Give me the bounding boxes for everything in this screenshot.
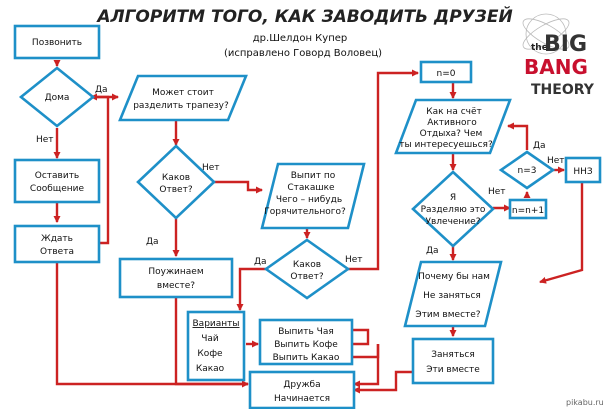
call-label: Позвонить: [32, 38, 82, 48]
drink-line-4: Горячительного?: [264, 207, 346, 217]
node-leave-message: [13, 158, 101, 204]
friendship-line-1: Дружба: [283, 380, 320, 390]
arrow: [507, 122, 529, 150]
drink-line-3: Чего – нибудь: [276, 195, 342, 205]
edge-label-no: Нет: [547, 156, 565, 166]
edge-label-yes: Да: [426, 246, 439, 256]
node-n3: [498, 150, 556, 190]
node-variants: [186, 310, 246, 382]
node-answer-2: [263, 238, 351, 300]
edge-label-yes: Да: [533, 141, 546, 151]
arrow: [236, 267, 268, 311]
drink-coffee: Выпить Кофе: [274, 340, 338, 350]
nnz-label: ННЗ: [573, 167, 593, 177]
node-n-inc: [508, 198, 548, 220]
corrected-line: (исправлено Говорд Воловец): [224, 48, 382, 59]
edge-label-no: Нет: [488, 187, 506, 197]
node-n0: [419, 60, 473, 84]
svg-text:BIG: BIG: [544, 32, 587, 57]
answer1-line-1: Каков: [162, 173, 190, 183]
leisure-line-2: Активного: [427, 118, 477, 128]
variant-cocoa: Какао: [196, 364, 225, 374]
watermark: pikabu.ru: [566, 398, 604, 407]
home-label: Дома: [45, 93, 70, 103]
arrow: [55, 262, 248, 386]
drink-line-1: Выпит по: [291, 171, 336, 181]
node-do-together: [411, 337, 495, 385]
svg-text:THEORY: THEORY: [531, 82, 595, 98]
share-meal-line-1: Может стоит: [152, 88, 214, 98]
answer2-line-1: Каков: [293, 260, 321, 270]
node-call: [13, 24, 101, 60]
answer2-line-2: Ответ?: [290, 272, 323, 282]
node-home: [18, 66, 96, 128]
node-why-not: [403, 260, 503, 328]
wait-line-1: Ждать: [41, 234, 73, 244]
dine-line-2: вместе?: [157, 281, 195, 291]
edge-label-yes: Да: [95, 85, 108, 95]
leisure-line-1: Как на счёт: [426, 107, 482, 117]
variants-head: Варианты: [193, 319, 240, 329]
author-line: др.Шелдон Купер: [253, 33, 347, 44]
node-wait-answer: [13, 224, 101, 264]
variant-tea: Чай: [201, 334, 219, 344]
drink-cocoa: Выпить Какао: [273, 353, 340, 363]
drink-tea: Выпить Чая: [278, 327, 334, 337]
svg-text:BANG: BANG: [524, 55, 588, 79]
edge-label-yes: Да: [254, 257, 267, 267]
node-dine-together: [118, 257, 234, 299]
arrow: [353, 370, 413, 394]
arrow: [352, 328, 370, 346]
leisure-line-3: Отдыха? Чем: [420, 129, 483, 139]
wait-line-2: Ответа: [40, 247, 74, 257]
hobby-line-3: Увлечение?: [426, 217, 481, 227]
why-not-line-2: Не заняться: [423, 291, 481, 301]
n0-label: n=0: [437, 69, 456, 79]
dine-line-1: Поужинаем: [148, 267, 203, 277]
hobby-line-1: Я: [450, 193, 456, 203]
node-friendship: [248, 370, 356, 409]
node-drink: [260, 162, 366, 230]
hobby-line-2: Разделяю это: [421, 205, 486, 215]
node-drinks: [258, 318, 354, 366]
do-together-line-2: Эти вместе: [426, 365, 480, 375]
variant-coffee: Кофе: [197, 349, 223, 359]
node-nnz: [564, 156, 602, 184]
node-active-leisure: [394, 98, 512, 155]
why-not-line-1: Почему бы нам: [418, 272, 490, 282]
n3-label: n=3: [518, 166, 537, 176]
friendship-line-2: Начинается: [274, 394, 330, 404]
edge-label-no: Нет: [202, 163, 220, 173]
leave-msg-line-1: Оставить: [35, 171, 80, 181]
big-bang-theory-logo: the BIG BANG THEORY: [522, 13, 595, 98]
arrow: [347, 69, 419, 271]
arrow: [353, 344, 380, 388]
node-share-hobby: [411, 170, 495, 248]
edge-label-yes: Да: [146, 237, 159, 247]
arrow: [539, 182, 584, 284]
leisure-line-4: ты интересуешься?: [399, 140, 493, 150]
arrow: [212, 180, 263, 194]
n-inc-label: n=n+1: [512, 206, 544, 216]
arrow: [352, 344, 380, 359]
drink-line-2: Стакашке: [287, 183, 335, 193]
node-share-meal: [118, 74, 248, 122]
answer1-line-2: Ответ?: [159, 185, 192, 195]
do-together-line-1: Заняться: [431, 350, 475, 360]
node-answer-1: [136, 144, 216, 220]
edge-label-no: Нет: [345, 255, 363, 265]
leave-msg-line-2: Сообщение: [30, 184, 85, 194]
why-not-line-3: Этим вместе?: [415, 310, 480, 320]
diagram-title: АЛГОРИТМ ТОГО, КАК ЗАВОДИТЬ ДРУЗЕЙ: [95, 5, 512, 27]
edge-label-no: Нет: [36, 135, 54, 145]
share-meal-line-2: разделить трапезу?: [133, 101, 229, 111]
svg-text:the: the: [531, 43, 548, 53]
